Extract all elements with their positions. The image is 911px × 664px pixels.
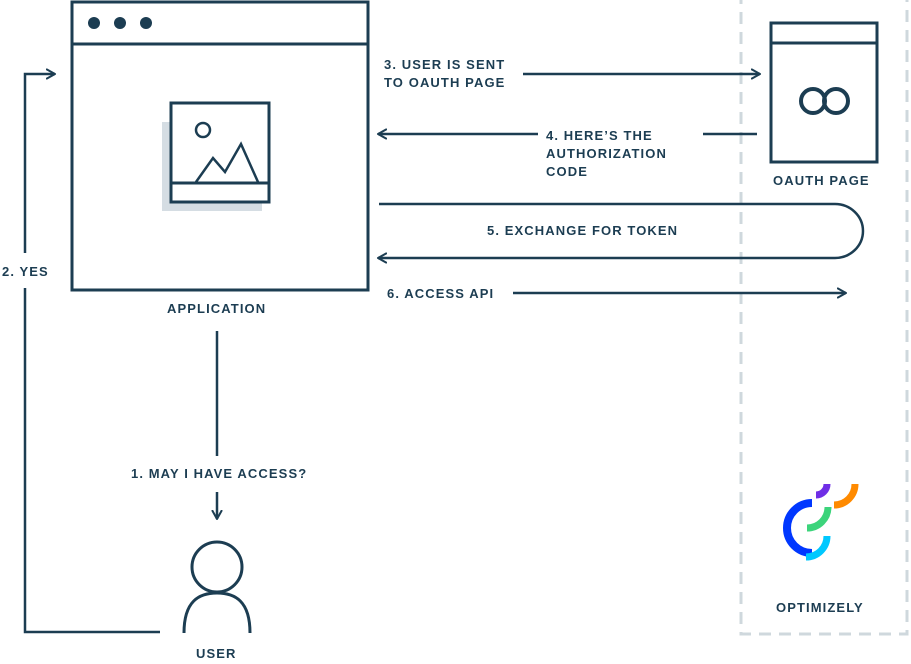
step3-label: 3. USER IS SENT TO OAUTH PAGE: [384, 57, 506, 90]
step6-label: 6. ACCESS API: [387, 286, 495, 301]
arrow-step2-b: [23, 74, 55, 253]
oauth-page-label: OAUTH PAGE: [773, 173, 870, 188]
oauth-rings-icon: [799, 87, 850, 115]
user-icon: [182, 540, 252, 634]
arrow-step5: [378, 202, 865, 258]
application-label: APPLICATION: [167, 301, 267, 316]
step2-label: 2. YES: [2, 264, 49, 279]
optimizely-boundary: [739, 0, 909, 636]
user-label: USER: [196, 646, 237, 661]
step5-label: 5. EXCHANGE FOR TOKEN: [487, 223, 679, 238]
optimizely-label: OPTIMIZELY: [776, 600, 864, 615]
step4-label: 4. HERE’S THE AUTHORIZATION CODE: [546, 128, 667, 179]
optimizely-logo: [782, 483, 859, 561]
arrow-step2-a: [23, 288, 160, 634]
image-placeholder-icon: [162, 101, 271, 211]
step1-label: 1. MAY I HAVE ACCESS?: [131, 466, 308, 481]
